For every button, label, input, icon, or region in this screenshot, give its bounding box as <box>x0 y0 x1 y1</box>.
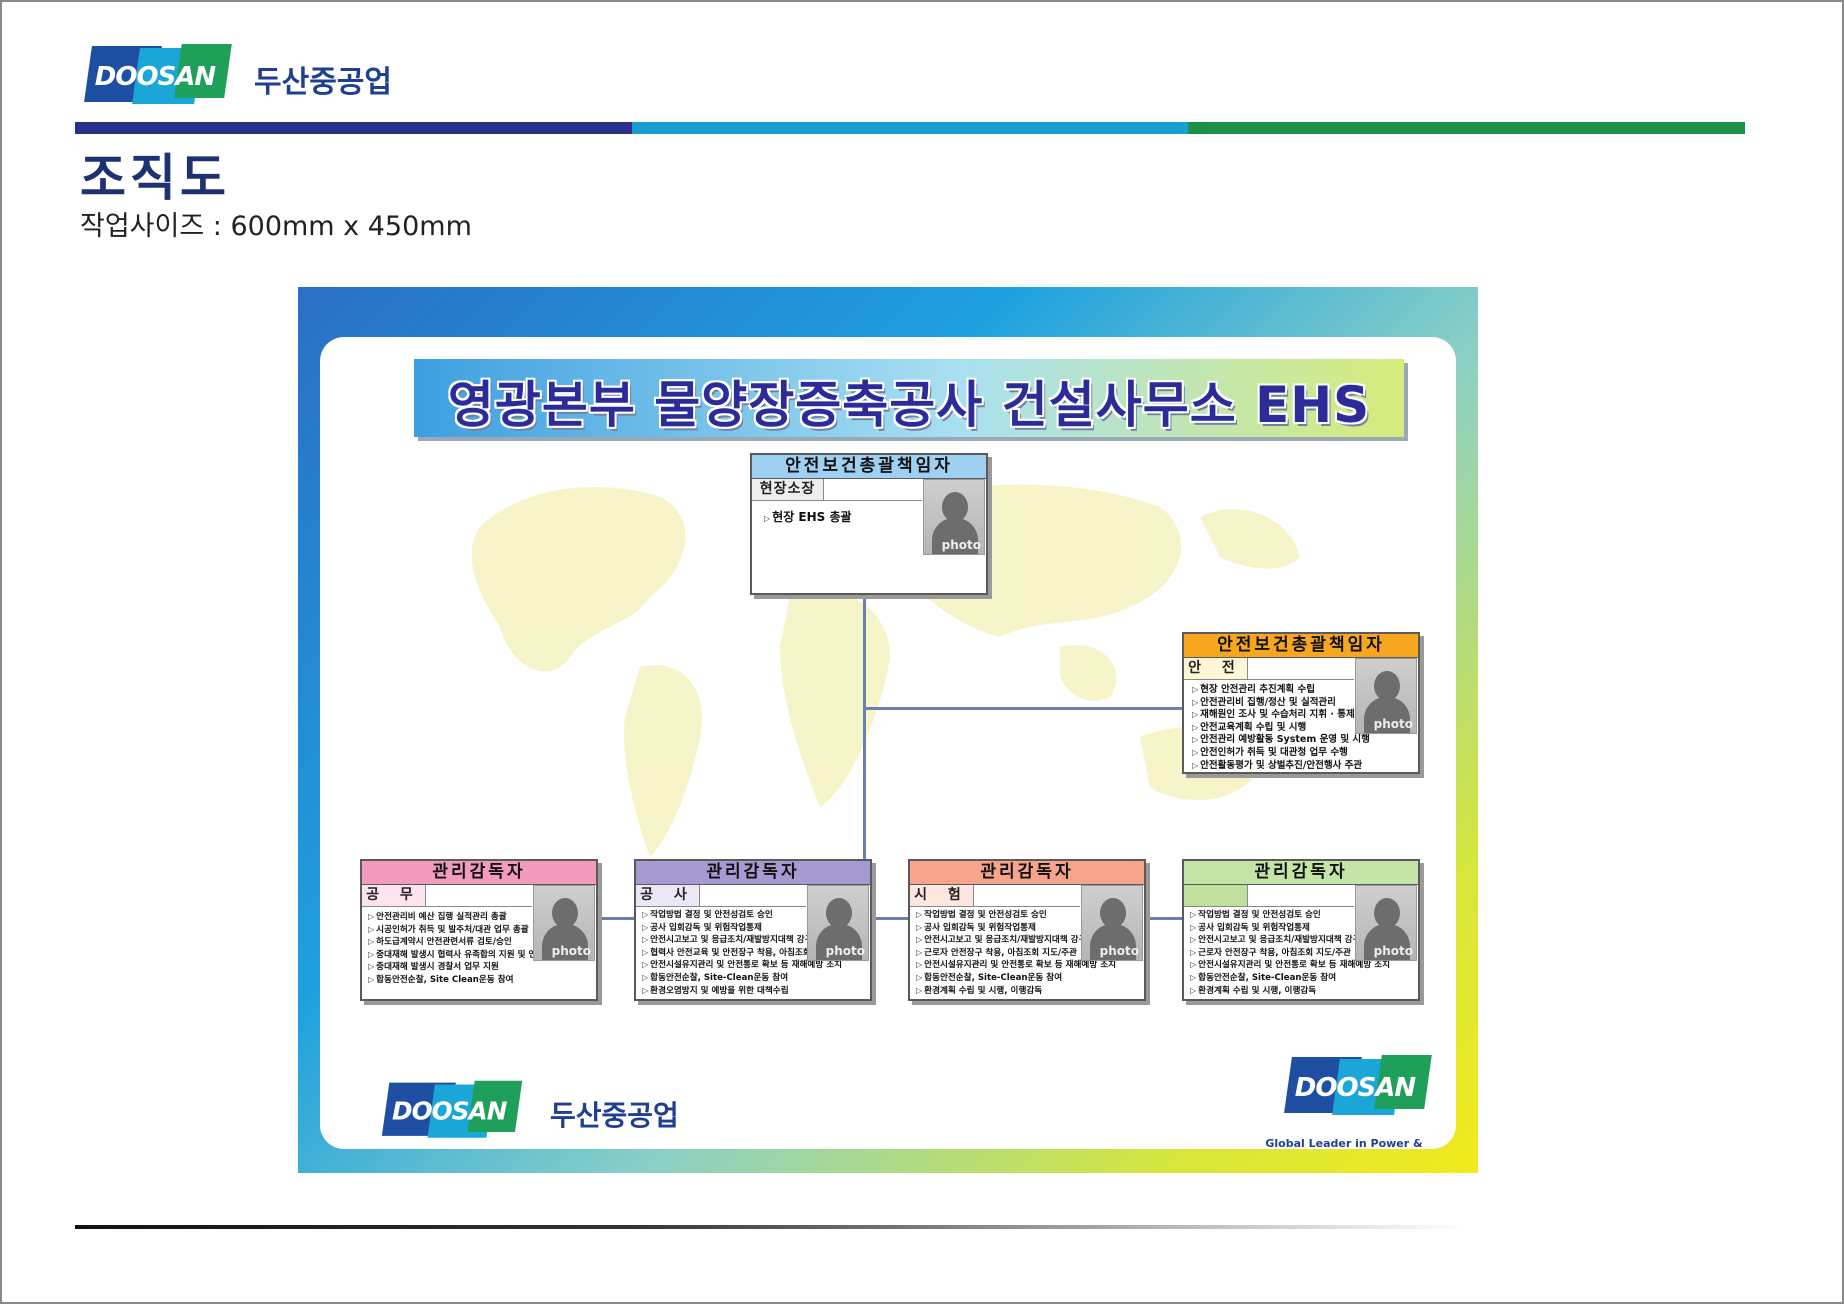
duty-item: 안전인허가 취득 및 대관청 업무 수행 <box>1192 747 1370 760</box>
card-role <box>1184 885 1248 907</box>
photo-placeholder: photo <box>1355 885 1417 961</box>
duty-item: 안전관리 예방활동 System 운영 및 시행 <box>1192 734 1370 747</box>
duty-item: 작업방법 결정 및 안전성검토 승인 <box>916 909 1116 922</box>
logo-text: DOOSAN <box>94 62 216 92</box>
duty-item: 공사 입회감독 및 위험작업통제 <box>1190 922 1390 935</box>
duty-item: 안전활동평가 및 상벌추진/안전행사 주관 <box>1192 760 1370 773</box>
photo-placeholder: photo <box>1355 658 1417 734</box>
duty-list: 현장 안전관리 추진계획 수립 안전관리비 집행/정산 및 실적관리 재해원인 … <box>1192 684 1370 772</box>
duty-item: 현장 안전관리 추진계획 수립 <box>1192 684 1370 697</box>
poster-panel: 영광본부 물양장증축공사 건설사무소 EHS 안전보건총괄책임자 현장소장 현장… <box>320 337 1456 1149</box>
card-safety-officer: 안전보건총괄책임자 안 전 현장 안전관리 추진계획 수립 안전관리비 집행/정… <box>1182 632 1420 774</box>
photo-placeholder: photo <box>1081 885 1143 961</box>
card-head: 안전보건총괄책임자 <box>1184 634 1418 658</box>
doosan-logo-right: DOOSAN <box>1280 1053 1432 1127</box>
duty-item: 중대재해 발생시 협력사 유족합의 지원 및 언론기관 대응 <box>368 949 579 962</box>
duty-item: 근로자 안전장구 착용, 아침조회 지도/주관 <box>1190 947 1390 960</box>
duty-item: 하도급계약시 안전관련서류 검토/승인 <box>368 936 579 949</box>
duty-item: 현장 EHS 총괄 <box>764 509 851 527</box>
duty-item: 중대재해 발생시 경찰서 업무 지원 <box>368 961 579 974</box>
duty-item: 협력사 안전교육 및 안전장구 착용, 아침조회 지도/주관 <box>642 947 848 960</box>
duty-item: 공사 입회감독 및 위험작업통제 <box>916 922 1116 935</box>
card-role: 공 무 <box>362 885 426 907</box>
brand-name: 두산중공업 <box>550 1099 679 1132</box>
duty-item: 안전시설유지관리 및 안전통로 확보 등 재해예방 조치 <box>642 959 848 972</box>
duty-item: 안전시고보고 및 응급조치/재발방지대책 강구 <box>916 934 1116 947</box>
card-manager-engineering: 관리감독자 공 무 안전관리비 예산 집행 실적관리 총괄 시공인허가 취득 및… <box>360 859 598 1001</box>
duty-list: 작업방법 결정 및 안전성검토 승인 공사 입회감독 및 위험작업통제 안전시고… <box>1190 909 1390 997</box>
org-chart-poster: 영광본부 물양장증축공사 건설사무소 EHS 안전보건총괄책임자 현장소장 현장… <box>298 287 1478 1173</box>
duty-list: 안전관리비 예산 집행 실적관리 총괄 시공인허가 취득 및 발주처/대관 업무… <box>368 911 579 987</box>
card-head: 관리감독자 <box>910 861 1144 885</box>
poster-title: 영광본부 물양장증축공사 건설사무소 EHS <box>447 376 1371 434</box>
logo-text: DOOSAN <box>1294 1073 1416 1103</box>
duty-list: 작업방법 결정 및 안전성검토 승인 공사 입회감독 및 위험작업통제 안전시고… <box>916 909 1116 997</box>
card-manager-other: 관리감독자 작업방법 결정 및 안전성검토 승인 공사 입회감독 및 위험작업통… <box>1182 859 1420 1001</box>
duty-item: 환경오염방지 및 예방을 위한 대책수립 <box>642 985 848 998</box>
poster-footer-brand: DOOSAN 두산중공업 <box>378 1077 679 1149</box>
duty-item: 공사 입회감독 및 위험작업통제 <box>642 922 848 935</box>
card-role: 시 험 <box>910 885 974 907</box>
page-subtitle: 작업사이즈 : 600mm x 450mm <box>80 211 472 242</box>
duty-item: 안전관리비 예산 집행 실적관리 총괄 <box>368 911 579 924</box>
duty-item: 작업방법 결정 및 안전성검토 승인 <box>642 909 848 922</box>
brand-name: 두산중공업 <box>254 65 392 100</box>
footer-rule <box>75 1225 1465 1229</box>
card-manager-testing: 관리감독자 시 험 작업방법 결정 및 안전성검토 승인 공사 입회감독 및 위… <box>908 859 1146 1001</box>
duty-item: 안전시설유지관리 및 안전통로 확보 등 재해예방 조치 <box>916 959 1116 972</box>
connector-safety <box>863 707 1267 710</box>
duty-item: 근로자 안전장구 착용, 아침조회 지도/주관 <box>916 947 1116 960</box>
duty-item: 합동안전순찰, Site-Clean운동 참여 <box>916 972 1116 985</box>
duty-item: 합동안전순찰, Site-Clean운동 참여 <box>1190 972 1390 985</box>
card-head: 관리감독자 <box>362 861 596 885</box>
photo-placeholder: photo <box>807 885 869 961</box>
duty-item: 시공인허가 취득 및 발주처/대관 업무 총괄 <box>368 924 579 937</box>
card-head: 관리감독자 <box>1184 861 1418 885</box>
page-title: 조직도 <box>80 149 230 207</box>
photo-placeholder: photo <box>533 885 595 961</box>
card-role: 현장소장 <box>752 479 824 501</box>
duty-item: 환경계획 수립 및 시행, 이행감독 <box>1190 985 1390 998</box>
duty-item: 안전교육계획 수립 및 시행 <box>1192 722 1370 735</box>
duty-item: 환경계획 수립 및 시행, 이행감독 <box>916 985 1116 998</box>
connector-managers <box>463 917 1297 920</box>
logo-text: DOOSAN <box>392 1097 507 1127</box>
card-role: 공 사 <box>636 885 700 907</box>
duty-list: 작업방법 결정 및 안전성검토 승인 공사 입회감독 및 위험작업통제 안전시고… <box>642 909 848 997</box>
tagline: Global Leader in Power & Water <box>1265 1137 1423 1149</box>
connector-trunk <box>863 597 866 919</box>
card-head: 안전보건총괄책임자 <box>752 455 986 479</box>
doosan-logo: DOOSAN <box>378 1079 523 1149</box>
duty-item: 안전시고보고 및 응급조치/재발방지대책 강구 <box>1190 934 1390 947</box>
card-role: 안 전 <box>1184 658 1248 680</box>
poster-title-bar: 영광본부 물양장증축공사 건설사무소 EHS <box>414 359 1404 437</box>
card-head: 관리감독자 <box>636 861 870 885</box>
card-site-manager: 안전보건총괄책임자 현장소장 현장 EHS 총괄 photo <box>750 453 988 595</box>
photo-placeholder: photo <box>923 479 985 555</box>
duty-item: 안전시설유지관리 및 안전통로 확보 등 재해예방 조치 <box>1190 959 1390 972</box>
duty-item: 안전시고보고 및 응급조치/재발방지대책 강구 <box>642 934 848 947</box>
doosan-logo: DOOSAN <box>80 42 232 116</box>
header-color-bar <box>75 122 1746 134</box>
duty-item: 작업방법 결정 및 안전성검토 승인 <box>1190 909 1390 922</box>
duty-list: 현장 EHS 총괄 <box>764 509 851 527</box>
card-manager-construction: 관리감독자 공 사 작업방법 결정 및 안전성검토 승인 공사 입회감독 및 위… <box>634 859 872 1001</box>
duty-item: 합동안전순찰, Site Clean운동 참여 <box>368 974 579 987</box>
header-brand: DOOSAN 두산중공업 <box>80 42 392 116</box>
duty-item: 합동안전순찰, Site-Clean운동 참여 <box>642 972 848 985</box>
duty-item: 안전관리비 집행/정산 및 실적관리 <box>1192 697 1370 710</box>
duty-item: 재해원인 조사 및 수습처리 지휘 · 통제 <box>1192 709 1370 722</box>
